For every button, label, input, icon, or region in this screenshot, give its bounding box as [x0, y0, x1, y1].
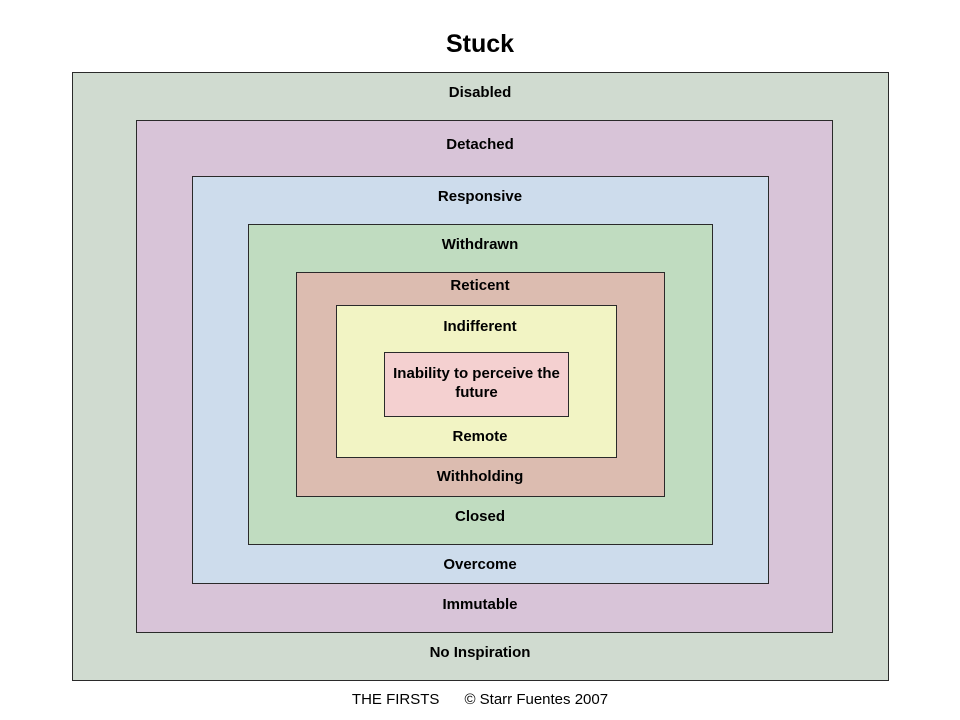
label-detached: Detached: [446, 136, 514, 153]
footer-copyright: © Starr Fuentes 2007: [464, 691, 609, 708]
diagram-title: Stuck: [445, 30, 515, 58]
core-box: [384, 352, 569, 417]
label-disabled: Disabled: [448, 84, 512, 101]
label-no-inspiration: No Inspiration: [429, 644, 531, 661]
label-reticent: Reticent: [450, 277, 510, 294]
label-core: Inability to perceive the future: [393, 365, 560, 401]
label-responsive: Responsive: [437, 188, 523, 205]
label-withdrawn: Withdrawn: [441, 236, 519, 253]
label-overcome: Overcome: [443, 556, 517, 573]
label-closed: Closed: [454, 508, 505, 525]
footer: THE FIRSTS © Starr Fuentes 2007: [0, 690, 960, 710]
label-immutable: Immutable: [442, 596, 518, 613]
label-remote: Remote: [452, 428, 508, 445]
label-indifferent: Indifferent: [443, 318, 517, 335]
label-withholding: Withholding: [436, 468, 524, 485]
footer-brand: THE FIRSTS: [351, 691, 440, 708]
